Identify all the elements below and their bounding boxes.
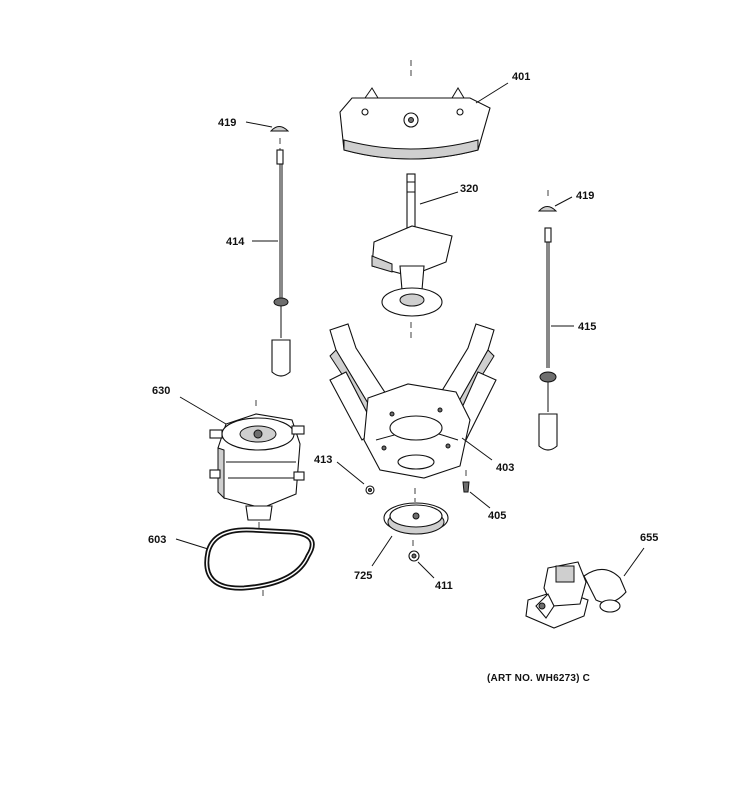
callout-415: 415	[578, 321, 596, 333]
callout-725: 725	[354, 570, 372, 582]
callout-403: 403	[496, 462, 514, 474]
part-655-pump	[525, 547, 645, 629]
part-419-right-cap	[537, 196, 573, 212]
part-415-suspension-rod	[538, 190, 574, 451]
callout-401: 401	[512, 71, 530, 83]
part-414-suspension-rod	[252, 138, 291, 377]
part-405-screw	[462, 470, 491, 509]
callout-630: 630	[152, 385, 170, 397]
part-403-suspension-base	[329, 323, 497, 479]
part-603-drive-belt	[175, 527, 315, 596]
callout-405: 405	[488, 510, 506, 522]
part-630-motor	[179, 396, 305, 532]
callout-413: 413	[314, 454, 332, 466]
art-number: (ART NO. WH6273) C	[487, 673, 591, 684]
callout-419-left: 419	[218, 117, 236, 129]
part-419-left-cap	[245, 121, 290, 132]
callout-419-right: 419	[576, 190, 594, 202]
callout-411: 411	[435, 580, 453, 592]
part-401-cover	[339, 60, 509, 160]
part-413-nut	[336, 461, 375, 495]
callout-414: 414	[226, 236, 245, 248]
callout-655: 655	[640, 532, 658, 544]
part-725-pulley	[371, 488, 449, 567]
callout-320: 320	[460, 183, 478, 195]
part-411-nut	[408, 540, 435, 579]
callout-603: 603	[148, 534, 166, 546]
part-320-transmission	[371, 173, 459, 342]
